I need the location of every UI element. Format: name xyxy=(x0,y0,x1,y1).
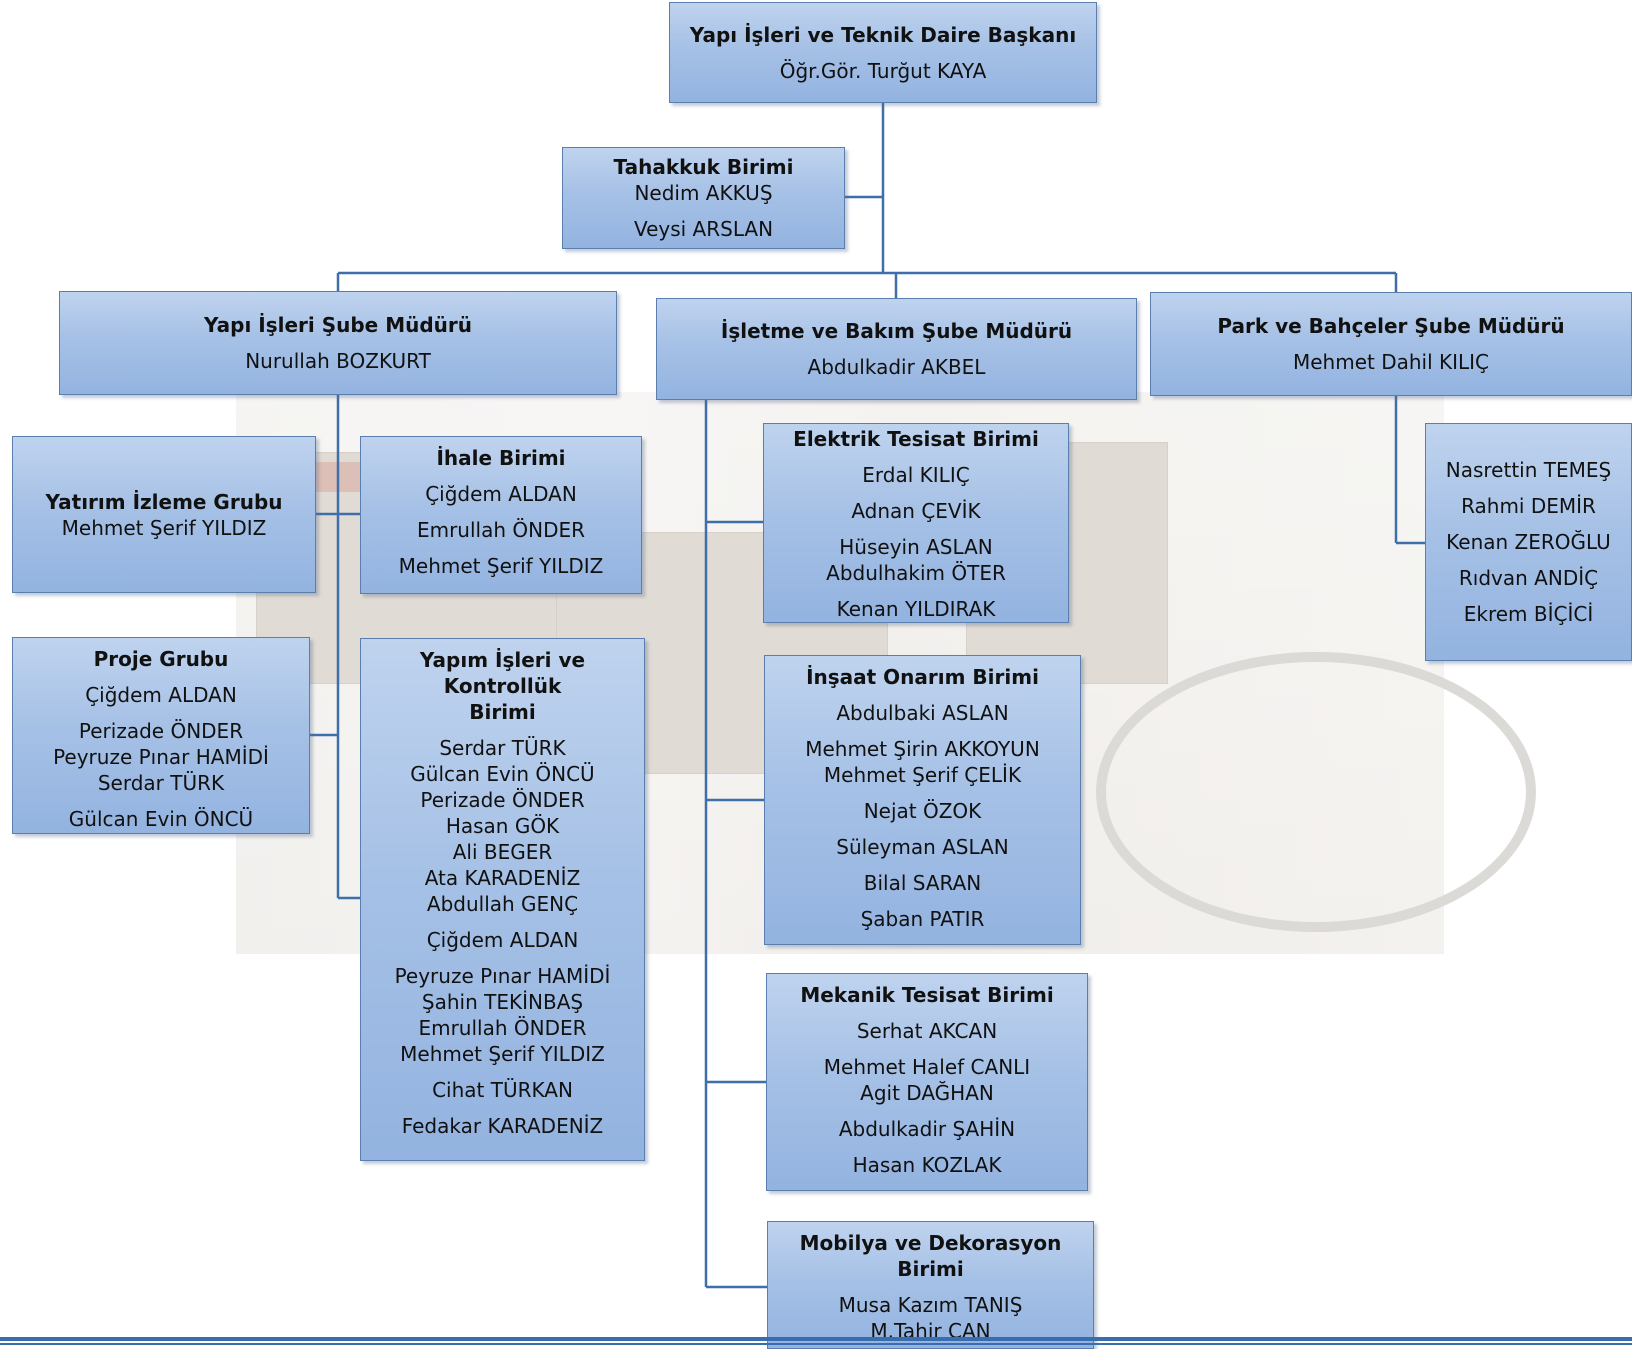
yapim-kontrolluk-name: Şahin TEKİNBAŞ xyxy=(421,990,584,1014)
ihale-birimi-title: İhale Birimi xyxy=(436,446,566,470)
mobilya-dekorasyon-title: Mobilya ve Dekorasyon Birimi xyxy=(799,1231,1062,1281)
yapim-kontrolluk-name: Fedakar KARADENİZ xyxy=(401,1114,604,1138)
insaat-onarim-name: Abdulbaki ASLAN xyxy=(836,701,1009,725)
ihale-birimi-name: Çiğdem ALDAN xyxy=(425,482,577,506)
mekanik-tesisat-name: Mehmet Halef CANLI xyxy=(823,1055,1031,1079)
park-staff-name: Nasrettin TEMEŞ xyxy=(1445,458,1612,482)
footer-rule xyxy=(0,1337,1632,1341)
elektrik-tesisat-name: Hüseyin ASLAN xyxy=(839,535,993,559)
director-box: Yapı İşleri ve Teknik Daire Başkanı Öğr.… xyxy=(669,2,1097,103)
insaat-onarim-name: Nejat ÖZOK xyxy=(863,799,982,823)
ihale-birimi-name: Emrullah ÖNDER xyxy=(416,518,586,542)
proje-grubu-title: Proje Grubu xyxy=(93,647,229,671)
yapim-kontrolluk-name: Perizade ÖNDER xyxy=(420,788,585,812)
elektrik-tesisat-title: Elektrik Tesisat Birimi xyxy=(793,427,1039,451)
tahakkuk-name: Veysi ARSLAN xyxy=(633,217,774,241)
proje-grubu-name: Çiğdem ALDAN xyxy=(85,683,237,707)
mobilya-dekorasyon-name: Musa Kazım TANIŞ xyxy=(838,1293,1023,1317)
isletme-bakim-sube-name: Abdulkadir AKBEL xyxy=(807,355,986,379)
yatirim-izleme-name: Mehmet Şerif YILDIZ xyxy=(61,515,267,540)
park-bahceler-sube-box: Park ve Bahçeler Şube Müdürü Mehmet Dahi… xyxy=(1150,292,1632,396)
mobilya-dekorasyon-box: Mobilya ve Dekorasyon Birimi Musa Kazım … xyxy=(767,1221,1094,1349)
yapim-kontrolluk-name: Emrullah ÖNDER xyxy=(418,1016,587,1040)
mekanik-tesisat-name: Hasan KOZLAK xyxy=(852,1153,1002,1177)
isletme-bakim-sube-box: İşletme ve Bakım Şube Müdürü Abdulkadir … xyxy=(656,298,1137,400)
mekanik-tesisat-name: Abdulkadir ŞAHİN xyxy=(838,1117,1016,1141)
tahakkuk-title: Tahakkuk Birimi xyxy=(613,155,794,179)
director-name: Öğr.Gör. Turğut KAYA xyxy=(779,58,987,83)
proje-grubu-box: Proje Grubu Çiğdem ALDAN Perizade ÖNDER … xyxy=(12,637,310,834)
tahakkuk-box: Tahakkuk Birimi Nedim AKKUŞ Veysi ARSLAN xyxy=(562,147,845,249)
insaat-onarim-name: Süleyman ASLAN xyxy=(836,835,1009,859)
park-bahceler-sube-title: Park ve Bahçeler Şube Müdürü xyxy=(1217,314,1565,338)
park-staff-name: Rıdvan ANDİÇ xyxy=(1458,566,1599,590)
yapi-isleri-sube-name: Nurullah BOZKURT xyxy=(245,349,431,373)
insaat-onarim-box: İnşaat Onarım Birimi Abdulbaki ASLAN Meh… xyxy=(764,655,1081,945)
yapim-kontrolluk-name: Ali BEGER xyxy=(452,840,553,864)
mekanik-tesisat-name: Serhat AKCAN xyxy=(856,1019,998,1043)
park-staff-name: Rahmi DEMİR xyxy=(1461,494,1596,518)
yapim-kontrolluk-title: Birimi xyxy=(469,700,536,724)
yapi-isleri-sube-box: Yapı İşleri Şube Müdürü Nurullah BOZKURT xyxy=(59,291,617,395)
proje-grubu-name: Gülcan Evin ÖNCÜ xyxy=(68,807,254,831)
insaat-onarim-name: Mehmet Şirin AKKOYUN xyxy=(805,737,1040,761)
proje-grubu-name: Peyruze Pınar HAMİDİ xyxy=(53,745,269,769)
yapim-kontrolluk-name: Cihat TÜRKAN xyxy=(432,1078,573,1102)
yapim-kontrolluk-box: Yapım İşleri ve Kontrollük Birimi Serdar… xyxy=(360,638,645,1161)
mekanik-tesisat-title: Mekanik Tesisat Birimi xyxy=(800,983,1054,1007)
tahakkuk-name: Nedim AKKUŞ xyxy=(634,181,773,205)
yatirim-izleme-title: Yatırım İzleme Grubu xyxy=(45,489,283,514)
proje-grubu-name: Perizade ÖNDER xyxy=(78,719,244,743)
ihale-birimi-name: Mehmet Şerif YILDIZ xyxy=(398,554,604,578)
yapi-isleri-sube-title: Yapı İşleri Şube Müdürü xyxy=(203,313,472,337)
mekanik-tesisat-box: Mekanik Tesisat Birimi Serhat AKCAN Mehm… xyxy=(766,973,1088,1191)
park-staff-name: Ekrem BİÇİCİ xyxy=(1463,602,1594,626)
mekanik-tesisat-name: Agit DAĞHAN xyxy=(860,1081,994,1105)
yapim-kontrolluk-name: Abdullah GENÇ xyxy=(426,892,579,916)
yapim-kontrolluk-name: Ata KARADENİZ xyxy=(424,866,581,890)
elektrik-tesisat-name: Abdulhakim ÖTER xyxy=(826,561,1006,585)
yapim-kontrolluk-name: Hasan GÖK xyxy=(445,814,560,838)
yapim-kontrolluk-name: Peyruze Pınar HAMİDİ xyxy=(394,964,611,988)
yapim-kontrolluk-title: Yapım İşleri ve Kontrollük xyxy=(419,648,586,698)
proje-grubu-name: Serdar TÜRK xyxy=(97,771,225,795)
elektrik-tesisat-name: Kenan YILDIRAK xyxy=(836,597,996,621)
yapim-kontrolluk-name: Çiğdem ALDAN xyxy=(426,928,579,952)
director-title: Yapı İşleri ve Teknik Daire Başkanı xyxy=(689,22,1077,47)
elektrik-tesisat-name: Erdal KILIÇ xyxy=(862,463,970,487)
yapim-kontrolluk-name: Mehmet Şerif YILDIZ xyxy=(400,1042,605,1066)
yatirim-izleme-box: Yatırım İzleme Grubu Mehmet Şerif YILDIZ xyxy=(12,436,316,593)
isletme-bakim-sube-title: İşletme ve Bakım Şube Müdürü xyxy=(720,319,1073,343)
park-staff-name: Kenan ZEROĞLU xyxy=(1446,530,1611,554)
ihale-birimi-box: İhale Birimi Çiğdem ALDAN Emrullah ÖNDER… xyxy=(360,436,642,594)
park-staff-box: Nasrettin TEMEŞ Rahmi DEMİR Kenan ZEROĞL… xyxy=(1425,423,1632,661)
footer-rule xyxy=(0,1343,1632,1345)
insaat-onarim-name: Bilal SARAN xyxy=(863,871,982,895)
elektrik-tesisat-box: Elektrik Tesisat Birimi Erdal KILIÇ Adna… xyxy=(763,423,1069,623)
insaat-onarim-name: Mehmet Şerif ÇELİK xyxy=(823,763,1022,787)
insaat-onarim-title: İnşaat Onarım Birimi xyxy=(806,665,1039,689)
yapim-kontrolluk-name: Gülcan Evin ÖNCÜ xyxy=(410,762,595,786)
yapim-kontrolluk-name: Serdar TÜRK xyxy=(439,736,566,760)
insaat-onarim-name: Şaban PATIR xyxy=(860,907,985,931)
park-bahceler-sube-name: Mehmet Dahil KILIÇ xyxy=(1292,350,1490,374)
elektrik-tesisat-name: Adnan ÇEVİK xyxy=(851,499,981,523)
